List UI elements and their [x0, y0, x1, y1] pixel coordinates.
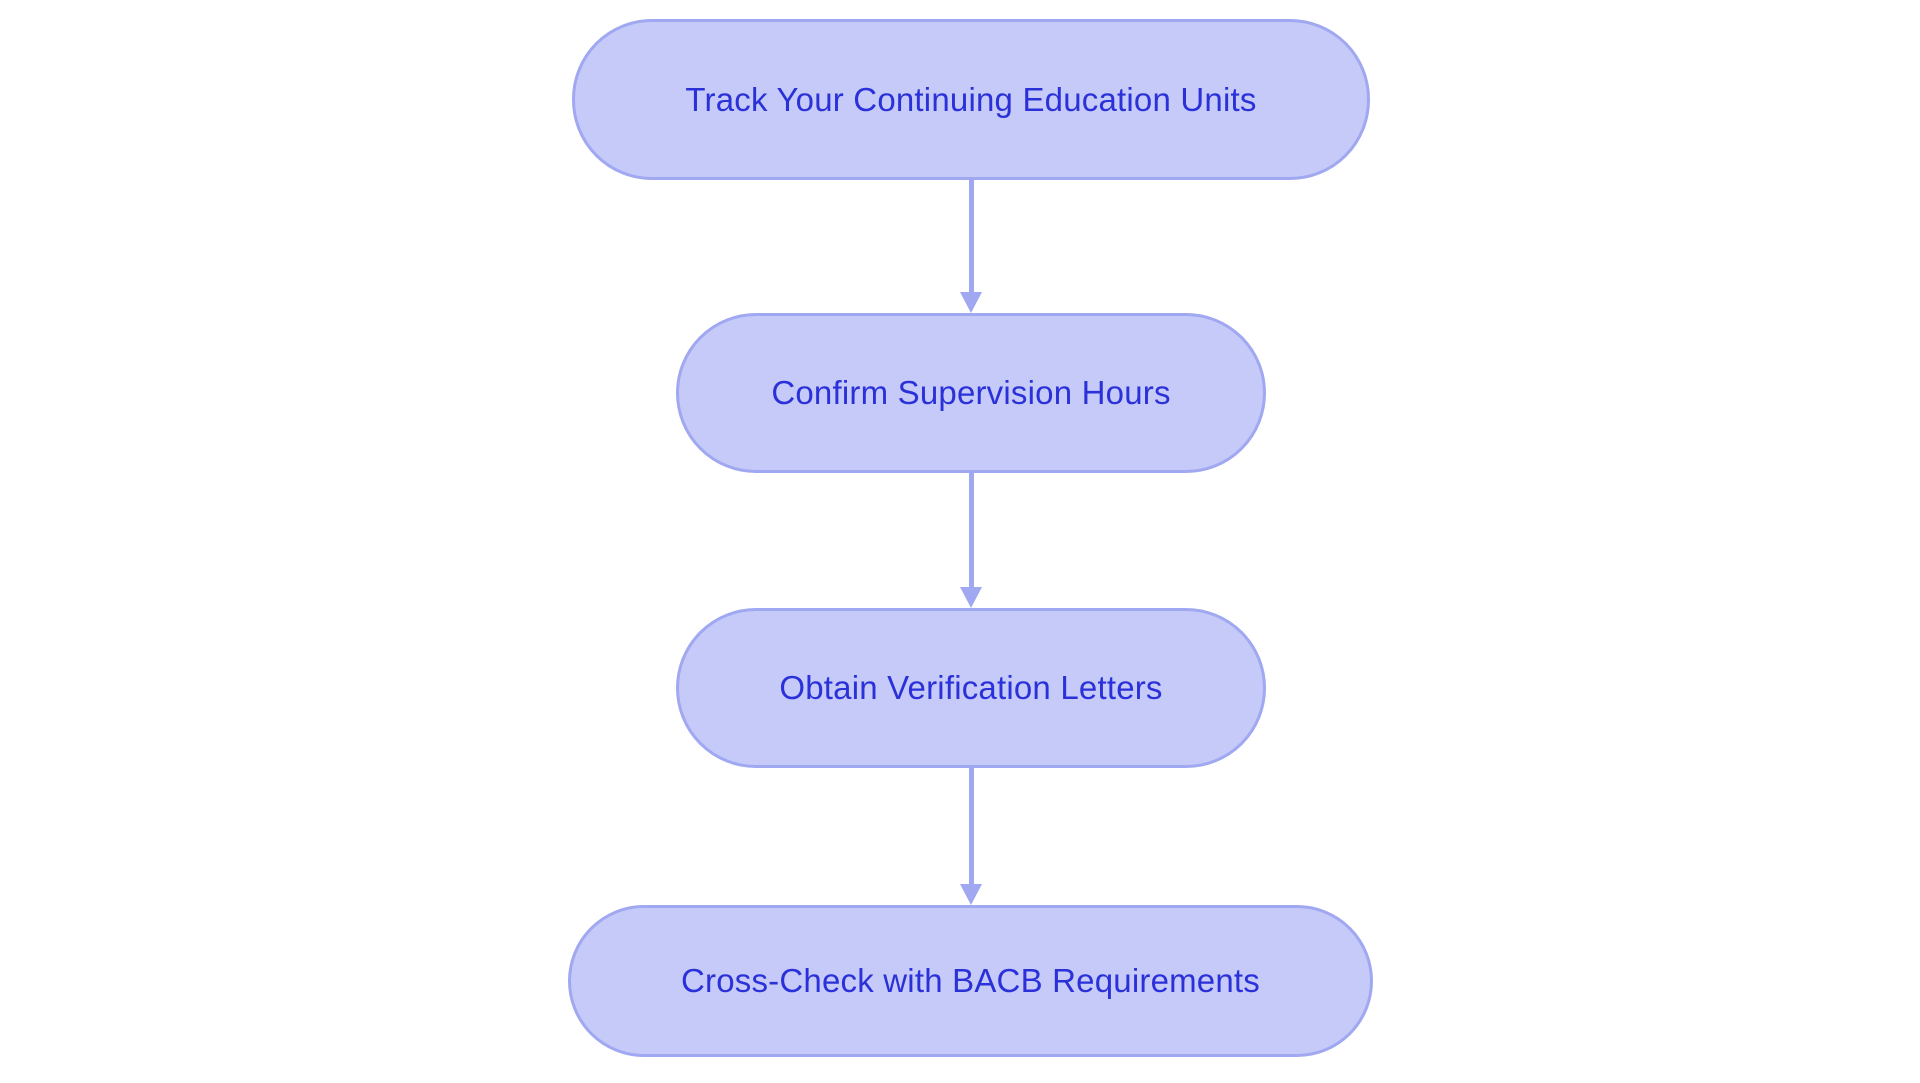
flow-node-obtain-verification-letters[interactable]: Obtain Verification Letters [676, 608, 1266, 768]
flow-node-cross-check-with-bacb-requirements[interactable]: Cross-Check with BACB Requirements [568, 905, 1373, 1057]
down-arrow-icon [960, 884, 982, 905]
flow-node-label: Confirm Supervision Hours [771, 374, 1171, 412]
connector-line [968, 473, 974, 588]
flow-node-label: Track Your Continuing Education Units [685, 80, 1257, 118]
flow-node-track-your-continuing-education-units[interactable]: Track Your Continuing Education Units [572, 19, 1370, 180]
connector-line [968, 180, 974, 293]
down-arrow-icon [960, 292, 982, 313]
flow-node-label: Cross-Check with BACB Requirements [681, 962, 1260, 1000]
flow-node-label: Obtain Verification Letters [779, 669, 1163, 707]
down-arrow-icon [960, 587, 982, 608]
connector-line [968, 768, 974, 885]
flow-node-confirm-supervision-hours[interactable]: Confirm Supervision Hours [676, 313, 1266, 473]
